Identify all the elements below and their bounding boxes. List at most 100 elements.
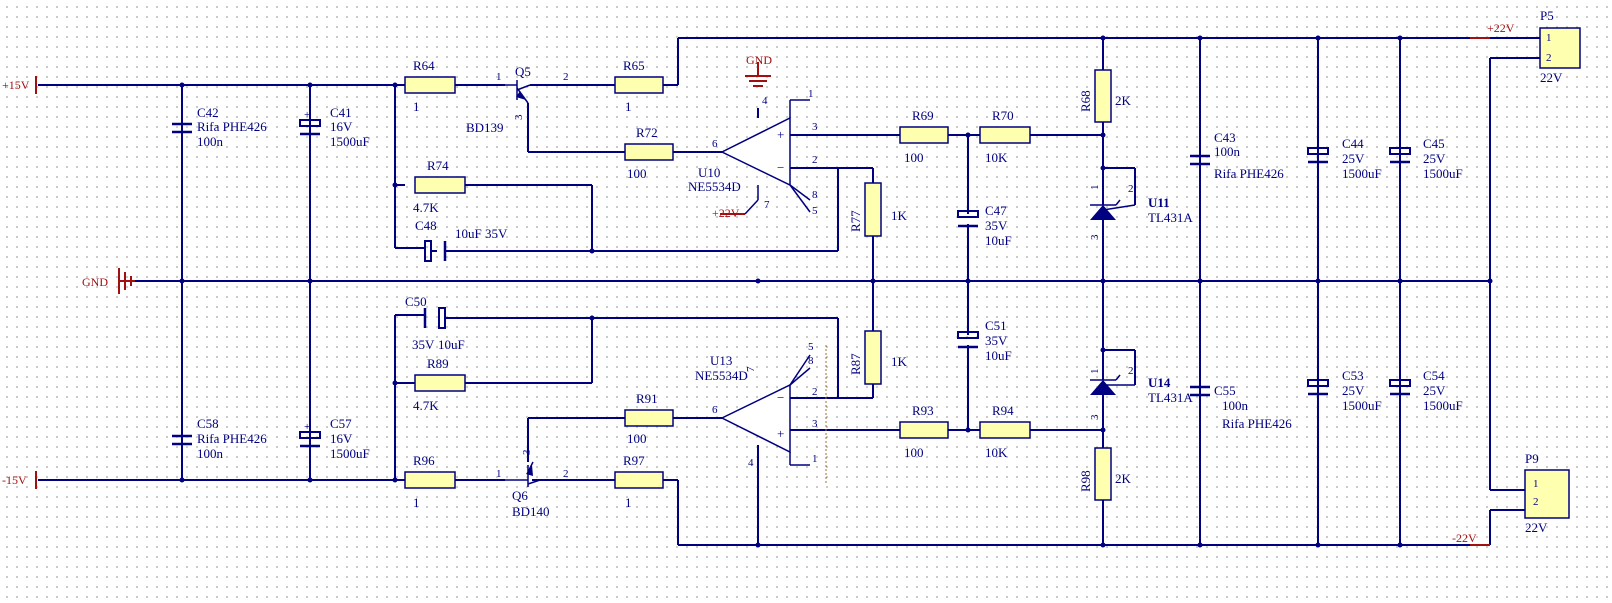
u11-part: TL431A	[1148, 210, 1193, 225]
r87-ref: R87	[848, 353, 863, 375]
capacitor-c45[interactable]: C45 25V 1500uF	[1389, 136, 1463, 181]
resistor-r93[interactable]: R93 100	[899, 403, 949, 460]
capacitor-c58[interactable]: C58 Rifa PHE426 100n	[172, 416, 267, 461]
port-gnd[interactable]: GND	[82, 268, 135, 294]
c41-line1: 16V	[330, 119, 353, 134]
q6-pin2: 2	[563, 468, 569, 480]
u13-ref: U13	[710, 353, 732, 368]
r68-value: 2K	[1115, 93, 1132, 108]
opamp-u13[interactable]: − + 5 8 2 3 1 6 4 7 U13 NE5534D	[695, 341, 827, 485]
port-pos15[interactable]: +15V	[2, 76, 37, 94]
c45-ref: C45	[1423, 136, 1445, 151]
capacitor-c54[interactable]: C54 25V 1500uF	[1389, 368, 1463, 413]
resistor-r68[interactable]: R68 2K	[1078, 69, 1132, 123]
c50-line1: 35V	[412, 337, 435, 352]
port-neg22[interactable]: -22V	[1452, 531, 1490, 546]
r68-ref: R68	[1078, 90, 1093, 112]
u14-pin2: 2	[1128, 365, 1134, 377]
capacitor-c51[interactable]: C51 35V 10uF	[957, 318, 1012, 363]
transistor-q5[interactable]: Q5 BD139 1 2 3	[466, 64, 569, 135]
capacitor-c57[interactable]: + C57 16V 1500uF	[299, 416, 370, 461]
r65-ref: R65	[623, 58, 645, 73]
u13-pin3: 3	[812, 418, 818, 430]
capacitor-c53[interactable]: C53 25V 1500uF	[1307, 368, 1382, 413]
r91-value: 100	[627, 431, 647, 446]
c51-ref: C51	[985, 318, 1007, 333]
c43-line2: Rifa PHE426	[1214, 166, 1284, 181]
resistor-r72[interactable]: R72 100	[624, 125, 674, 181]
u13-pin6: 6	[712, 404, 718, 416]
u10-pin4: 4	[762, 95, 768, 107]
capacitor-c44[interactable]: C44 25V 1500uF	[1307, 136, 1382, 181]
resistor-r77[interactable]: R77 1K	[848, 182, 908, 237]
r72-ref: R72	[636, 125, 658, 140]
u10-plus: +	[777, 127, 784, 142]
resistor-r97[interactable]: R97 1	[614, 453, 664, 510]
port-neg15[interactable]: -15V	[2, 471, 37, 489]
c57-line2: 1500uF	[330, 446, 370, 461]
capacitor-c50[interactable]: C50 35V 10uF	[405, 294, 465, 352]
r93-value: 100	[904, 445, 924, 460]
c44-ref: C44	[1342, 136, 1364, 151]
c58-ref: C58	[197, 416, 219, 431]
c45-line2: 1500uF	[1423, 166, 1463, 181]
capacitor-c42[interactable]: C42 Rifa PHE426 100n	[172, 105, 267, 149]
port-gnd-label: GND	[82, 275, 108, 289]
c55-line1: 100n	[1222, 398, 1249, 413]
transistor-q6[interactable]: Q6 BD140 1 2 3	[496, 449, 569, 519]
resistor-r98[interactable]: R98 2K	[1078, 447, 1132, 501]
c58-line1: Rifa PHE426	[197, 431, 267, 446]
c53-line1: 25V	[1342, 383, 1365, 398]
c54-line1: 25V	[1423, 383, 1446, 398]
port-pos22[interactable]: +22V	[1470, 21, 1515, 39]
connector-p5[interactable]: 1 2 P5 22V	[1539, 8, 1581, 85]
u10-pin6: 6	[712, 138, 718, 150]
capacitor-c55[interactable]: C55 100n Rifa PHE426	[1190, 383, 1292, 431]
port-pos22-u10[interactable]: +22V	[712, 206, 745, 220]
r77-value: 1K	[891, 208, 908, 223]
capacitor-c41[interactable]: + C41 16V 1500uF	[299, 105, 370, 149]
c48-line1: 10uF 35V	[455, 226, 508, 241]
resistor-r69[interactable]: R69 100	[899, 108, 949, 165]
capacitor-c47[interactable]: C47 35V 10uF	[957, 203, 1012, 248]
reference-u14[interactable]: 1 2 3 U14 TL431A	[1089, 365, 1193, 420]
c55-line2: Rifa PHE426	[1222, 416, 1292, 431]
u13-pin8: 8	[808, 355, 814, 367]
opamp-u10[interactable]: + − 1 3 2 8 5 6 4 7 U10 NE5534D	[688, 88, 818, 217]
p5-pin2: 2	[1546, 52, 1552, 64]
resistor-r94[interactable]: R94 10K	[979, 403, 1031, 460]
resistor-r91[interactable]: R91 100	[624, 391, 674, 446]
q5-part: BD139	[466, 120, 504, 135]
c42-line2: 100n	[197, 134, 224, 149]
p5-ref: P5	[1540, 8, 1554, 23]
u10-pin8: 8	[812, 189, 818, 201]
resistor-r87[interactable]: R87 1K	[848, 330, 908, 385]
r96-ref: R96	[413, 453, 435, 468]
u11-pin2: 2	[1128, 183, 1134, 195]
resistor-r89[interactable]: R89 4.7K	[413, 356, 466, 413]
c41-ref: C41	[330, 105, 352, 120]
resistor-r64[interactable]: R64 1	[404, 58, 456, 114]
u14-part: TL431A	[1148, 390, 1193, 405]
r94-value: 10K	[985, 445, 1008, 460]
resistor-r74[interactable]: R74 4.7K	[413, 158, 466, 215]
r74-ref: R74	[427, 158, 449, 173]
c53-line2: 1500uF	[1342, 398, 1382, 413]
c50-line2: 10uF	[438, 337, 465, 352]
c57-line1: 16V	[330, 431, 353, 446]
c42-line1: Rifa PHE426	[197, 119, 267, 134]
reference-u11[interactable]: 1 2 3 U11 TL431A	[1089, 183, 1193, 240]
r94-ref: R94	[992, 403, 1014, 418]
resistor-r65[interactable]: R65 1	[614, 58, 664, 114]
p9-ref: P9	[1525, 451, 1539, 466]
resistor-r70[interactable]: R70 10K	[979, 108, 1031, 165]
port-gnd-top[interactable]: GND	[745, 53, 772, 87]
resistor-r96[interactable]: R96 1	[404, 453, 456, 510]
capacitor-c48[interactable]: C48 10uF 35V	[415, 218, 508, 262]
u11-ref: U11	[1148, 195, 1170, 210]
connector-p9[interactable]: 1 2 P9 22V	[1524, 451, 1570, 535]
u13-pin1: 1	[812, 453, 818, 465]
capacitor-c43[interactable]: C43 100n Rifa PHE426	[1190, 130, 1284, 181]
u10-pin1: 1	[808, 88, 814, 100]
